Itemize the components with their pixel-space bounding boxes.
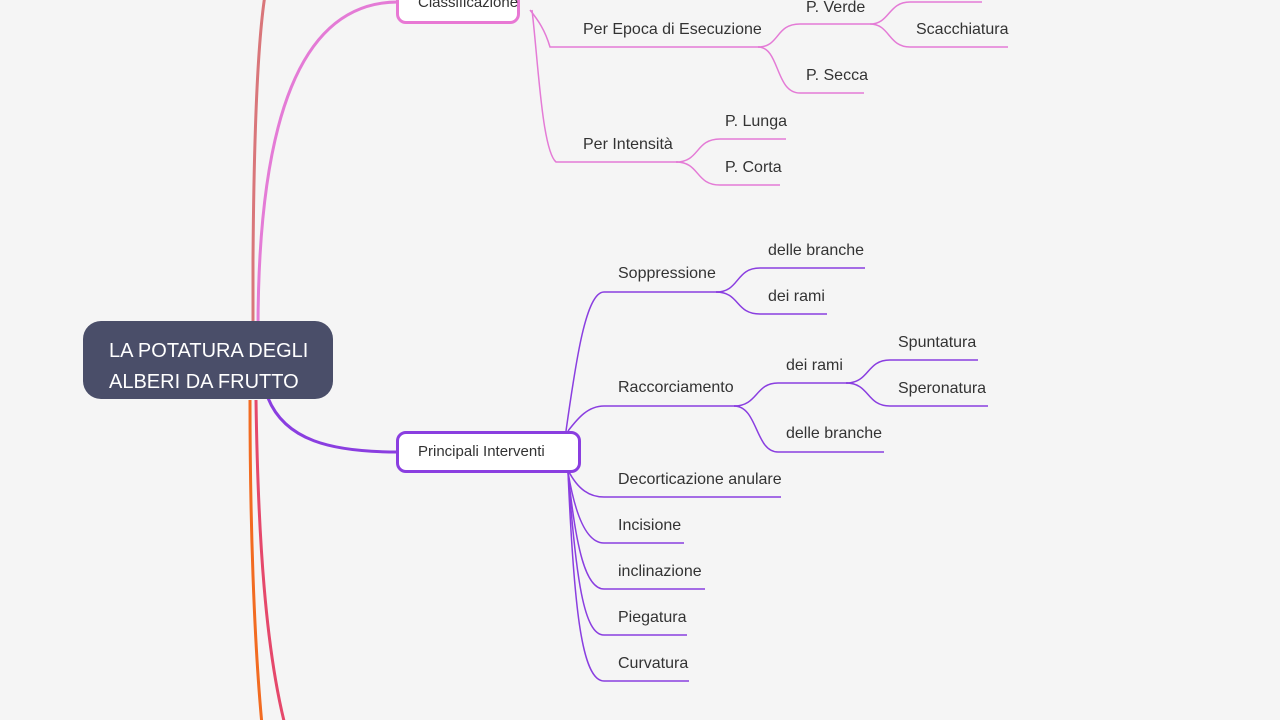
edge-verde [757, 23, 870, 48]
edge-scacchiatura [869, 23, 1008, 48]
topic-sopp-delle-branche[interactable]: delle branche [768, 242, 865, 259]
edge-intensita [531, 9, 678, 163]
edge-soppressione [565, 291, 720, 432]
edge-corta [675, 161, 780, 186]
edge-verde-offscreen [869, 1, 982, 25]
topic-incisione[interactable]: Incisione [618, 517, 682, 534]
topic-p-verde[interactable]: P. Verde [806, 0, 866, 16]
topic-p-corta[interactable]: P. Corta [725, 159, 782, 176]
topic-soppressione[interactable]: Soppressione [618, 265, 716, 282]
edge-speronatura [845, 382, 988, 407]
topic-speronatura[interactable]: Speronatura [898, 380, 987, 397]
edge-root-classificazione [256, 0, 399, 331]
topic-classificazione[interactable]: Classificazione [396, 0, 520, 24]
edge-spuntatura [845, 359, 978, 384]
edge-sopp-branche [715, 267, 865, 293]
edge-raccorciamento [567, 405, 740, 432]
edge-sopp-rami [715, 291, 827, 315]
topic-curvatura[interactable]: Curvatura [618, 655, 689, 672]
edge-secca [757, 46, 864, 94]
topic-racc-delle-branche[interactable]: delle branche [786, 425, 883, 442]
edge-piegatura [567, 471, 687, 636]
topic-p-secca[interactable]: P. Secca [806, 67, 868, 84]
edge-decorticazione [567, 469, 781, 498]
topic-spuntatura[interactable]: Spuntatura [898, 334, 977, 351]
edge-incisione [567, 471, 684, 544]
topic-per-epoca[interactable]: Per Epoca di Esecuzione [583, 21, 762, 38]
edge-curvatura [567, 471, 689, 682]
topic-racc-dei-rami[interactable]: dei rami [786, 357, 843, 374]
edge-lunga [675, 138, 786, 163]
topic-piegatura[interactable]: Piegatura [618, 609, 687, 626]
edge-racc-rami [733, 382, 848, 407]
topic-decorticazione[interactable]: Decorticazione anulare [618, 471, 782, 488]
root-topic-line2: ALBERI DA FRUTTO [109, 371, 299, 393]
root-topic-line1: LA POTATURA DEGLI [109, 340, 309, 362]
edge-offscreen-bottom-orange [248, 399, 264, 720]
edge-root-interventi [266, 397, 399, 454]
topic-p-lunga[interactable]: P. Lunga [725, 113, 787, 130]
root-topic[interactable]: LA POTATURA DEGLI ALBERI DA FRUTTO [83, 321, 333, 399]
edge-racc-branche [733, 405, 884, 453]
edge-offscreen-top [251, 0, 266, 330]
topic-sopp-dei-rami[interactable]: dei rami [768, 288, 825, 305]
topic-principali-interventi[interactable]: Principali Interventi [396, 431, 581, 473]
topic-scacchiatura[interactable]: Scacchiatura [916, 21, 1009, 38]
topic-inclinazione[interactable]: inclinazione [618, 563, 702, 580]
edge-inclinazione [567, 471, 705, 590]
topic-raccorciamento[interactable]: Raccorciamento [618, 379, 734, 396]
topic-per-intensita[interactable]: Per Intensità [583, 136, 673, 153]
edge-offscreen-bottom-red [254, 399, 286, 720]
